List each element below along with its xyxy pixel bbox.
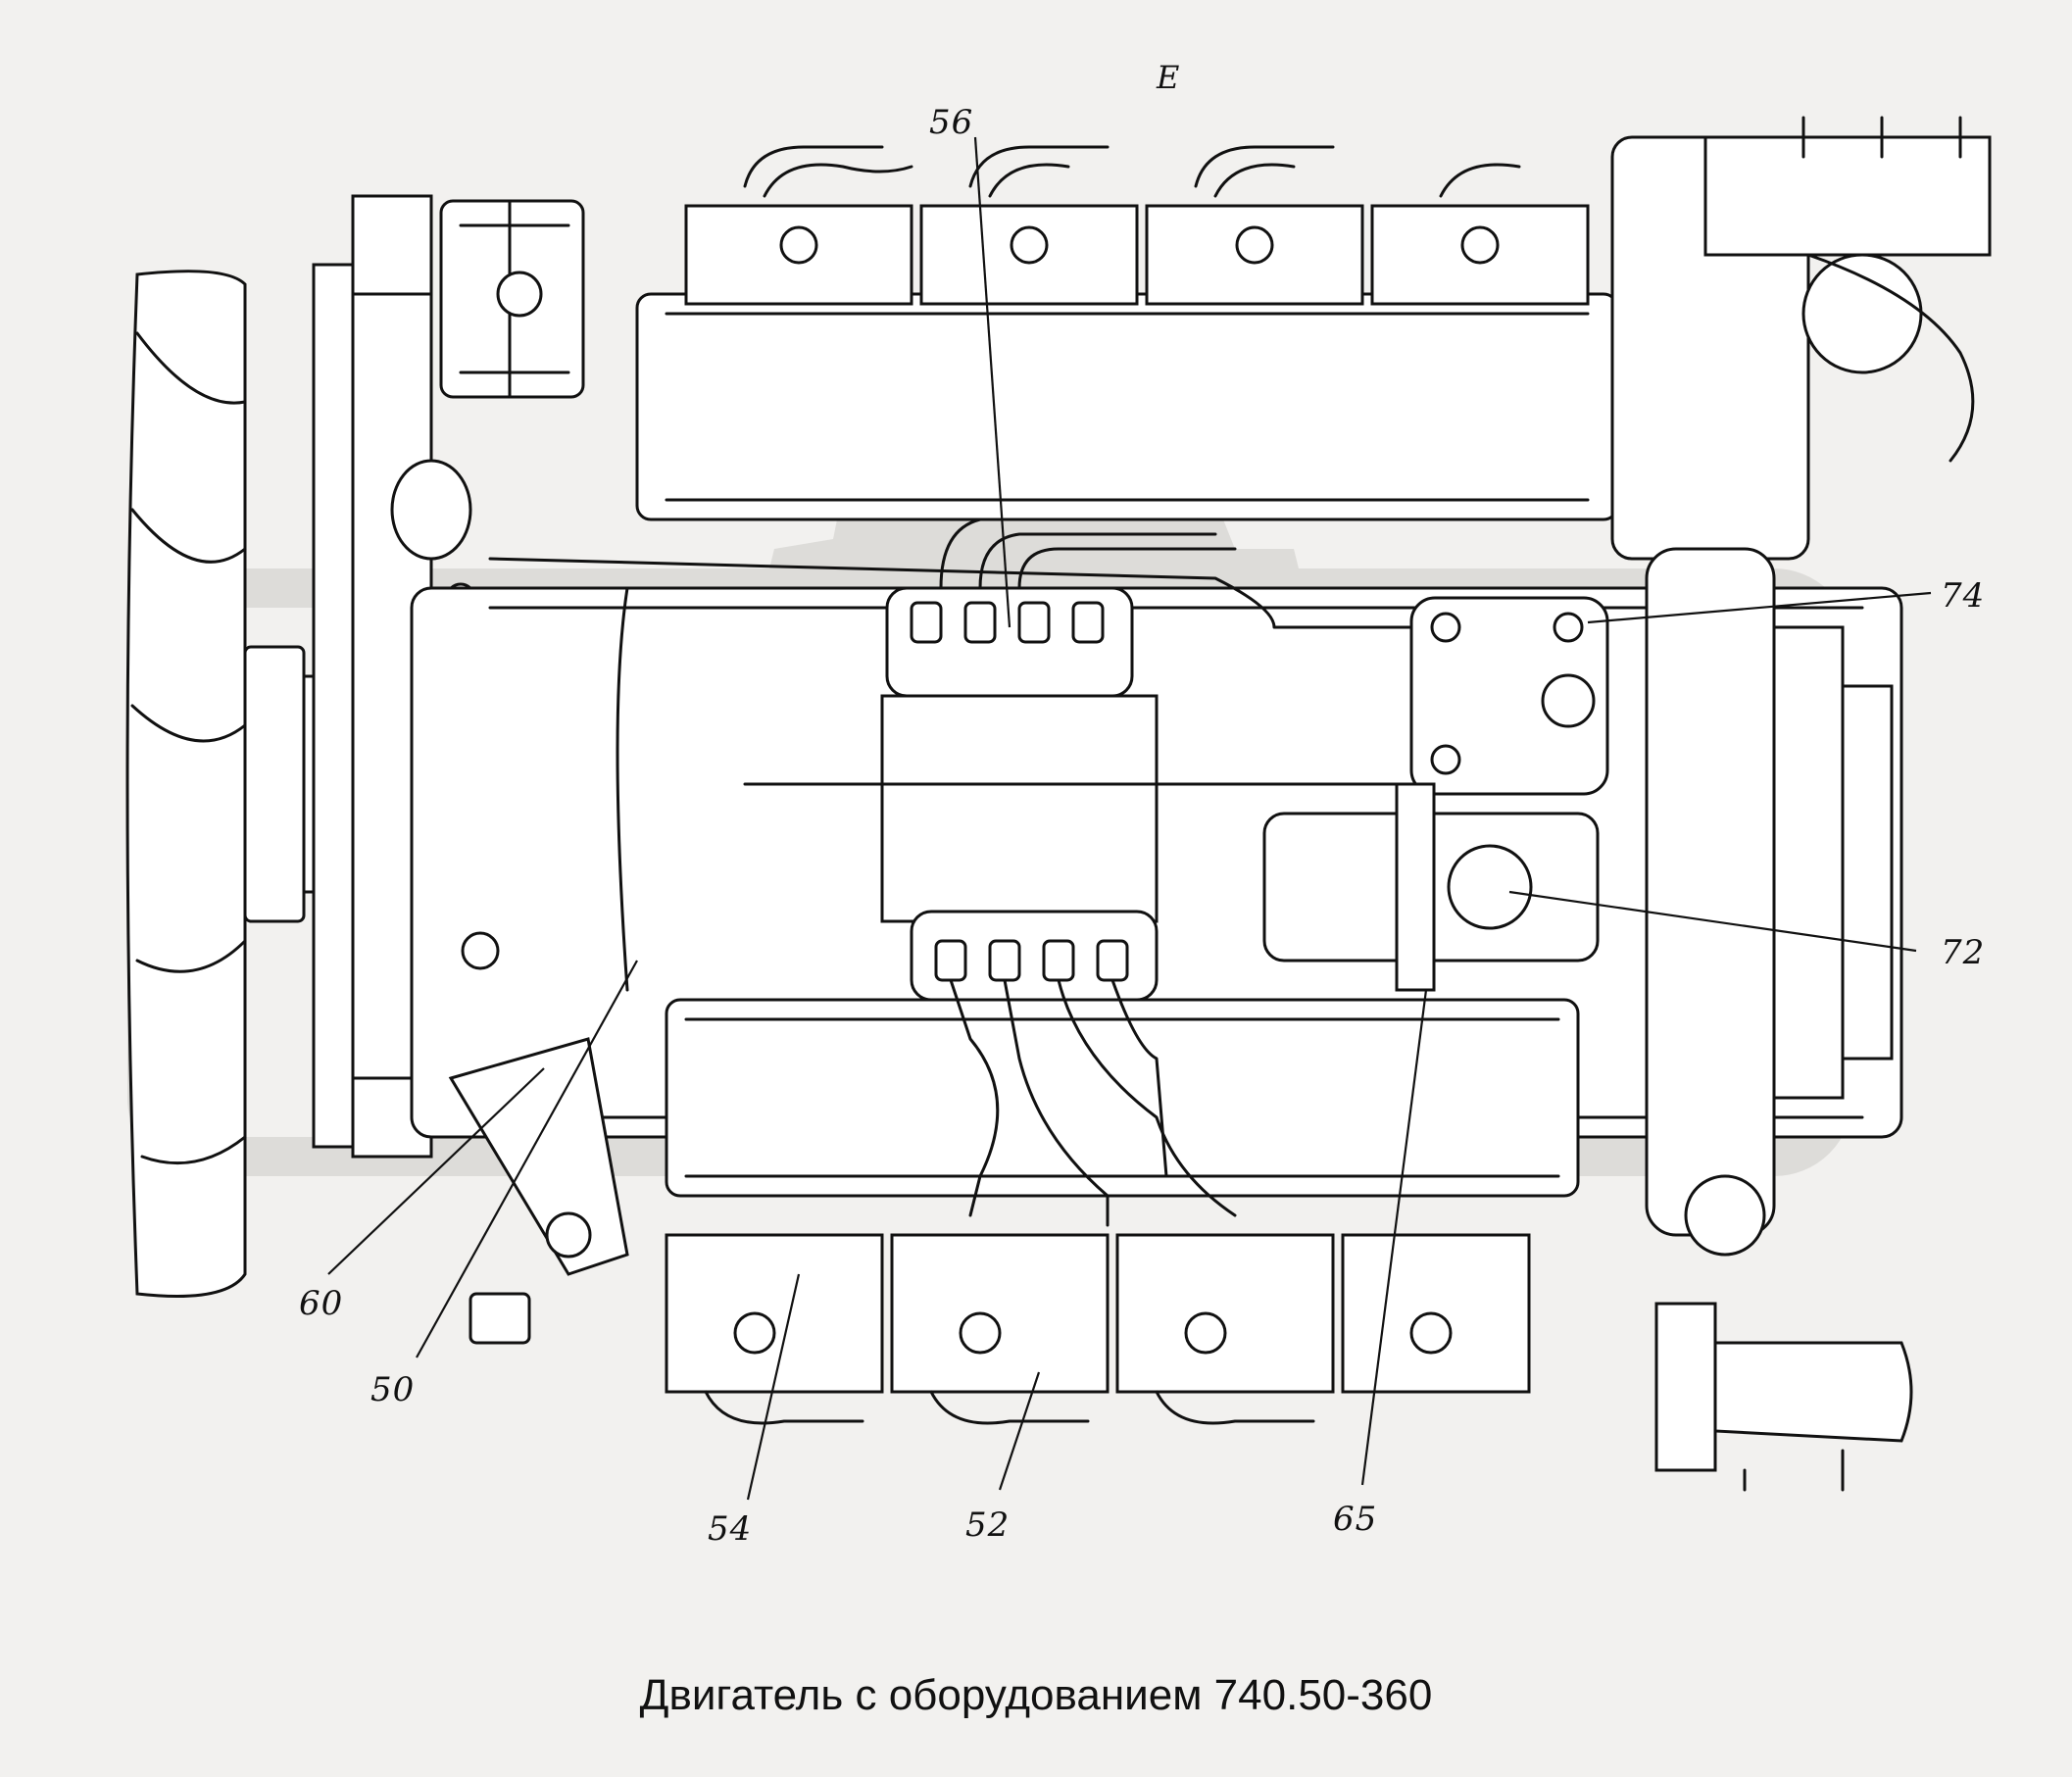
- upper-manifold: [635, 292, 1619, 521]
- front-cover: [312, 194, 476, 1159]
- upper-heads: [684, 145, 1590, 306]
- fuel-lines: [488, 518, 1453, 1227]
- injection-pump: [880, 586, 1159, 1002]
- callout-52: 52: [965, 1506, 1011, 1545]
- lower-heads: [665, 1233, 1531, 1425]
- callout-65: 65: [1333, 1500, 1378, 1539]
- callout-60: 60: [299, 1284, 344, 1323]
- fan: [125, 270, 345, 1298]
- oil-pump-cover: [1262, 782, 1600, 992]
- callout-72: 72: [1941, 933, 1986, 972]
- filter-housing: [1409, 596, 1609, 796]
- leader-lines: [327, 136, 1932, 1501]
- lower-manifold: [665, 998, 1580, 1198]
- callout-74: 74: [1941, 576, 1986, 616]
- generator: [390, 199, 585, 561]
- turbocharger: [1610, 116, 1992, 1492]
- callout-50: 50: [370, 1370, 416, 1409]
- bracket-60: [448, 931, 629, 1345]
- callout-56: 56: [929, 103, 974, 142]
- callout-54: 54: [708, 1509, 753, 1549]
- figure-caption: Двигатель с оборудованием 740.50-360: [639, 1671, 1433, 1719]
- view-label: E: [1157, 59, 1180, 96]
